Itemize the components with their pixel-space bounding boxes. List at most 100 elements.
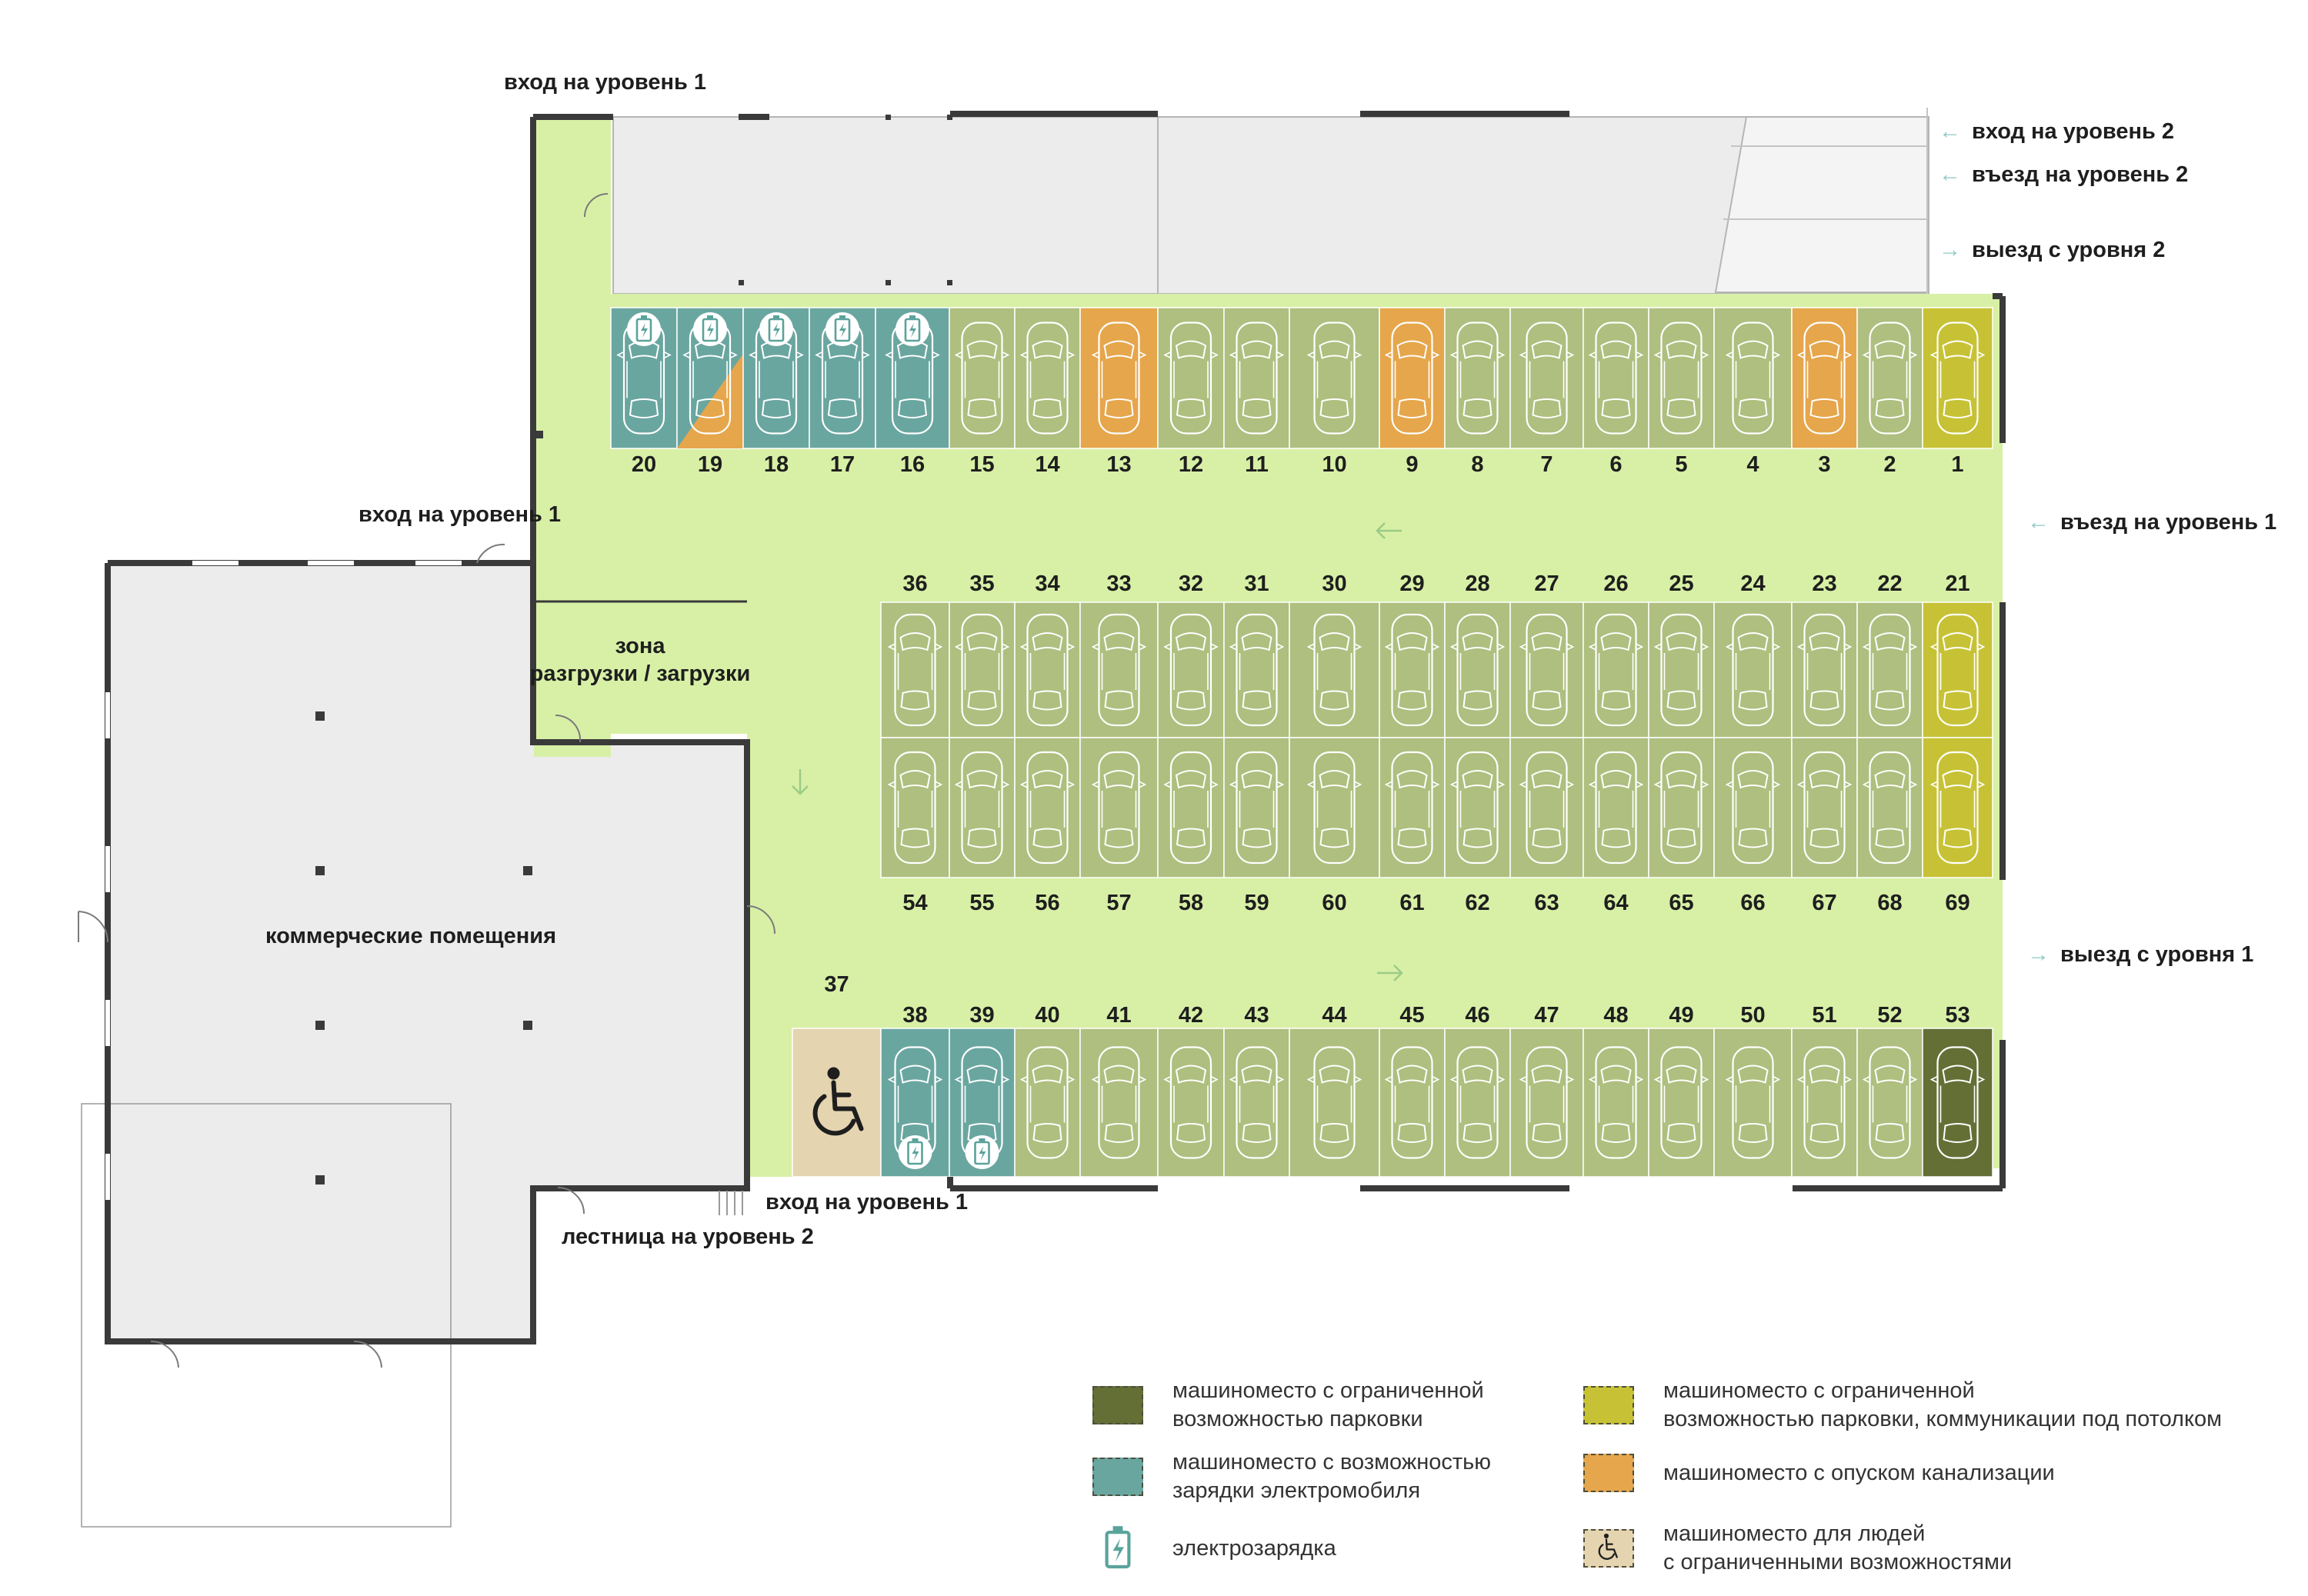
- parking-space-37[interactable]: [792, 1028, 882, 1178]
- bay-number-8: 8: [1471, 452, 1484, 477]
- parking-space-53[interactable]: [1922, 1028, 1993, 1178]
- parking-space-26[interactable]: [1583, 601, 1649, 738]
- parking-space-fill: [1223, 737, 1290, 878]
- parking-space-18[interactable]: [742, 307, 810, 449]
- parking-space-16[interactable]: [875, 307, 950, 449]
- parking-space-14[interactable]: [1014, 307, 1081, 449]
- parking-space-29[interactable]: [1379, 601, 1446, 738]
- drive-out-level-2-label: →выезд с уровня 2: [1939, 239, 2165, 262]
- bay-number-30: 30: [1322, 571, 1347, 596]
- parking-space-19[interactable]: [676, 307, 744, 449]
- arrow-right-icon: →: [2027, 942, 2050, 967]
- parking-space-fill: [1444, 307, 1511, 449]
- parking-space-65[interactable]: [1648, 737, 1715, 878]
- parking-space-23[interactable]: [1791, 601, 1858, 738]
- parking-space-fill: [1223, 1028, 1290, 1178]
- bay-number-25: 25: [1669, 571, 1694, 596]
- parking-space-51[interactable]: [1791, 1028, 1858, 1178]
- parking-space-11[interactable]: [1223, 307, 1290, 449]
- parking-space-67[interactable]: [1791, 737, 1858, 878]
- parking-space-54[interactable]: [880, 737, 950, 878]
- parking-space-63[interactable]: [1509, 737, 1584, 878]
- parking-space-fill: [1289, 1028, 1380, 1178]
- parking-space-47[interactable]: [1509, 1028, 1584, 1178]
- parking-space-fill: [1713, 307, 1793, 449]
- parking-space-45[interactable]: [1379, 1028, 1446, 1178]
- parking-space-46[interactable]: [1444, 1028, 1511, 1178]
- bay-number-29: 29: [1399, 571, 1425, 596]
- parking-space-62[interactable]: [1444, 737, 1511, 878]
- parking-space-17[interactable]: [809, 307, 876, 449]
- bay-number-11: 11: [1245, 452, 1269, 477]
- bay-number-69: 69: [1945, 891, 1970, 915]
- parking-space-31[interactable]: [1223, 601, 1290, 738]
- bay-number-37: 37: [824, 972, 849, 997]
- parking-space-22[interactable]: [1856, 601, 1923, 738]
- parking-space-25[interactable]: [1648, 601, 1715, 738]
- bay-number-28: 28: [1465, 571, 1490, 596]
- parking-space-13[interactable]: [1079, 307, 1159, 449]
- parking-space-68[interactable]: [1856, 737, 1923, 878]
- bay-number-50: 50: [1740, 1003, 1766, 1028]
- parking-space-32[interactable]: [1157, 601, 1225, 738]
- parking-space-56[interactable]: [1014, 737, 1081, 878]
- bay-number-42: 42: [1178, 1003, 1204, 1028]
- parking-space-7[interactable]: [1509, 307, 1584, 449]
- parking-space-27[interactable]: [1509, 601, 1584, 738]
- parking-space-4[interactable]: [1713, 307, 1793, 449]
- parking-space-57[interactable]: [1079, 737, 1159, 878]
- parking-space-fill: [880, 737, 950, 878]
- parking-space-64[interactable]: [1583, 737, 1649, 878]
- bay-number-6: 6: [1609, 452, 1623, 477]
- parking-space-66[interactable]: [1713, 737, 1793, 878]
- bay-number-14: 14: [1035, 452, 1060, 477]
- parking-space-20[interactable]: [610, 307, 678, 449]
- parking-space-42[interactable]: [1157, 1028, 1225, 1178]
- parking-space-50[interactable]: [1713, 1028, 1793, 1178]
- parking-space-fill: [1791, 737, 1858, 878]
- parking-row-bottom: [792, 1028, 1993, 1178]
- parking-space-12[interactable]: [1157, 307, 1225, 449]
- parking-space-36[interactable]: [880, 601, 950, 738]
- parking-space-fill: [1444, 1028, 1511, 1178]
- parking-space-fill: [1014, 737, 1081, 878]
- parking-space-30[interactable]: [1289, 601, 1380, 738]
- parking-space-2[interactable]: [1856, 307, 1923, 449]
- parking-space-33[interactable]: [1079, 601, 1159, 738]
- parking-space-3[interactable]: [1791, 307, 1858, 449]
- parking-space-24[interactable]: [1713, 601, 1793, 738]
- parking-space-28[interactable]: [1444, 601, 1511, 738]
- parking-space-10[interactable]: [1289, 307, 1380, 449]
- parking-space-60[interactable]: [1289, 737, 1380, 878]
- parking-space-48[interactable]: [1583, 1028, 1649, 1178]
- parking-space-35[interactable]: [949, 601, 1016, 738]
- parking-space-69[interactable]: [1922, 737, 1993, 878]
- bay-number-22: 22: [1877, 571, 1903, 596]
- parking-space-55[interactable]: [949, 737, 1016, 878]
- parking-space-44[interactable]: [1289, 1028, 1380, 1178]
- parking-space-59[interactable]: [1223, 737, 1290, 878]
- parking-space-6[interactable]: [1583, 307, 1649, 449]
- parking-space-49[interactable]: [1648, 1028, 1715, 1178]
- parking-space-61[interactable]: [1379, 737, 1446, 878]
- parking-space-39[interactable]: [949, 1028, 1016, 1178]
- parking-space-41[interactable]: [1079, 1028, 1159, 1178]
- bay-number-62: 62: [1465, 891, 1490, 915]
- parking-space-21[interactable]: [1922, 601, 1993, 738]
- parking-space-5[interactable]: [1648, 307, 1715, 449]
- parking-space-43[interactable]: [1223, 1028, 1290, 1178]
- parking-space-fill: [1509, 737, 1584, 878]
- loading-zone-label: зона разгрузки / загрузки: [530, 632, 751, 688]
- parking-space-34[interactable]: [1014, 601, 1081, 738]
- parking-space-58[interactable]: [1157, 737, 1225, 878]
- parking-space-38[interactable]: [880, 1028, 950, 1178]
- parking-space-15[interactable]: [949, 307, 1016, 449]
- parking-space-8[interactable]: [1444, 307, 1511, 449]
- parking-space-1[interactable]: [1922, 307, 1993, 449]
- legend-text-disabled-1: машиноместо для людей: [1663, 1521, 1926, 1546]
- parking-space-52[interactable]: [1856, 1028, 1923, 1178]
- bay-number-43: 43: [1244, 1003, 1269, 1028]
- drive-out-level-2-text: выезд с уровня 2: [1972, 238, 2166, 262]
- parking-space-40[interactable]: [1014, 1028, 1081, 1178]
- parking-space-9[interactable]: [1379, 307, 1446, 449]
